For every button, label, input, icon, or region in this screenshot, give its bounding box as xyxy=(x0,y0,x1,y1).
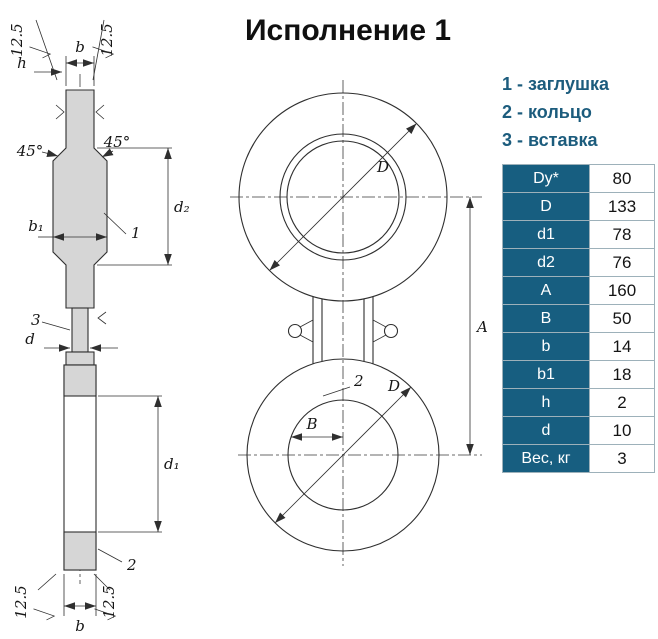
right-handle-loop xyxy=(383,323,399,339)
dim-angle-left: 45° xyxy=(16,142,59,160)
table-row: Dy* 80 xyxy=(502,164,655,193)
value-cell: 18 xyxy=(589,360,655,389)
dim-A: A xyxy=(466,197,488,455)
param-cell: d1 xyxy=(502,220,590,249)
value-cell: 10 xyxy=(589,416,655,445)
dim-label-h: h xyxy=(17,54,27,72)
technical-drawing: b h 12.5 12.5 45° 45° b₁ xyxy=(8,19,488,635)
value-cell: 160 xyxy=(589,276,655,305)
part-hub-section xyxy=(65,351,95,366)
dim-h: h xyxy=(17,54,62,76)
dim-angle-right: 45° xyxy=(101,133,131,158)
table-row: h 2 xyxy=(502,388,655,417)
blind-outer-circle xyxy=(246,358,440,552)
ring-outer-circle xyxy=(238,92,448,302)
value-cell: 14 xyxy=(589,332,655,361)
dim-label-d2: d₂ xyxy=(174,198,190,216)
value-cell: 2 xyxy=(589,388,655,417)
part-callout-3: 3 xyxy=(31,311,71,331)
dim-D-top: D xyxy=(269,123,417,271)
part-label-2: 2 xyxy=(126,556,137,574)
page-title: Исполнение 1 xyxy=(244,14,452,47)
dim-b-bottom: b xyxy=(63,574,97,635)
legend-item-3: 3 - вставка xyxy=(502,130,598,150)
part-label-2-front: 2 xyxy=(353,372,364,390)
finish-mark-right-icon xyxy=(95,104,105,120)
legend-item-2: 2 - кольцо xyxy=(502,102,592,122)
dim-label-d1: d₁ xyxy=(164,455,180,473)
angle-label-right: 45° xyxy=(103,133,131,151)
roughness-bottom-left: 12.5 xyxy=(12,573,57,621)
param-cell: B xyxy=(502,304,590,333)
table-row: A 160 xyxy=(502,276,655,305)
dim-d1: d₁ xyxy=(98,395,180,533)
front-view xyxy=(230,80,482,566)
value-cell: 80 xyxy=(589,164,655,193)
legend-item-1: 1 - заглушка xyxy=(502,74,610,94)
table-row: B 50 xyxy=(502,304,655,333)
right-panel: 1 - заглушка 2 - кольцо 3 - вставка Dy* … xyxy=(502,70,656,473)
param-cell: d xyxy=(502,416,590,445)
section-view xyxy=(52,74,108,584)
table-row: d2 76 xyxy=(502,248,655,277)
value-cell: 50 xyxy=(589,304,655,333)
roughness-label: 12.5 xyxy=(12,585,30,618)
part-blind-section xyxy=(52,89,108,309)
left-handle-loop xyxy=(287,323,303,339)
roughness-label: 12.5 xyxy=(98,23,116,56)
param-cell: A xyxy=(502,276,590,305)
dim-label-D-bottom: D xyxy=(387,377,400,395)
table-row: b1 18 xyxy=(502,360,655,389)
dim-d: d xyxy=(25,330,118,352)
roughness-top-right: 12.5 xyxy=(92,19,116,81)
value-cell: 3 xyxy=(589,444,655,473)
finish-mark-neck-icon xyxy=(97,311,107,325)
roughness-top-left: 12.5 xyxy=(8,19,58,81)
finish-mark-left-icon xyxy=(55,104,65,120)
roughness-check-icon xyxy=(33,608,55,621)
param-cell: b xyxy=(502,332,590,361)
value-cell: 133 xyxy=(589,192,655,221)
dim-label-d: d xyxy=(25,330,35,348)
table-row: d 10 xyxy=(502,416,655,445)
value-cell: 76 xyxy=(589,248,655,277)
part-label-3: 3 xyxy=(31,311,41,329)
dim-label-b1: b₁ xyxy=(28,217,44,235)
table-row: D 133 xyxy=(502,192,655,221)
dim-label-b-bottom: b xyxy=(75,617,85,635)
dim-b-top: b xyxy=(65,38,95,86)
dim-label-b-top: b xyxy=(75,38,85,56)
dim-d2: d₂ xyxy=(97,147,190,266)
dim-b1: b₁ xyxy=(28,217,107,241)
part-ring-bottom-wall xyxy=(63,531,97,571)
value-cell: 78 xyxy=(589,220,655,249)
part-insert-section xyxy=(71,307,89,353)
table-row: d1 78 xyxy=(502,220,655,249)
param-cell: b1 xyxy=(502,360,590,389)
part-label-1: 1 xyxy=(131,224,141,242)
roughness-bottom-right: 12.5 xyxy=(93,573,118,621)
parts-legend: 1 - заглушка 2 - кольцо 3 - вставка xyxy=(502,70,656,154)
table-row: Вес, кг 3 xyxy=(502,444,655,473)
roughness-label: 12.5 xyxy=(8,23,26,56)
dimensions-table: Dy* 80 D 133 d1 78 d2 76 A 160 xyxy=(502,164,655,473)
part-callout-2-front: 2 xyxy=(322,372,364,397)
dim-label-B: B xyxy=(305,415,317,433)
param-cell: Dy* xyxy=(502,164,590,193)
angle-label-left: 45° xyxy=(16,142,44,160)
part-callout-1: 1 xyxy=(103,212,141,242)
dim-label-A: A xyxy=(475,318,488,336)
param-cell: Вес, кг xyxy=(502,444,590,473)
param-cell: h xyxy=(502,388,590,417)
table-row: b 14 xyxy=(502,332,655,361)
part-callout-2: 2 xyxy=(97,548,137,574)
dim-D-bottom: D xyxy=(274,377,412,524)
part-ring-top-wall xyxy=(63,364,97,397)
param-cell: d2 xyxy=(502,248,590,277)
roughness-label: 12.5 xyxy=(100,585,118,618)
dim-label-D-top: D xyxy=(376,158,389,176)
param-cell: D xyxy=(502,192,590,221)
dim-B: B xyxy=(291,415,343,441)
